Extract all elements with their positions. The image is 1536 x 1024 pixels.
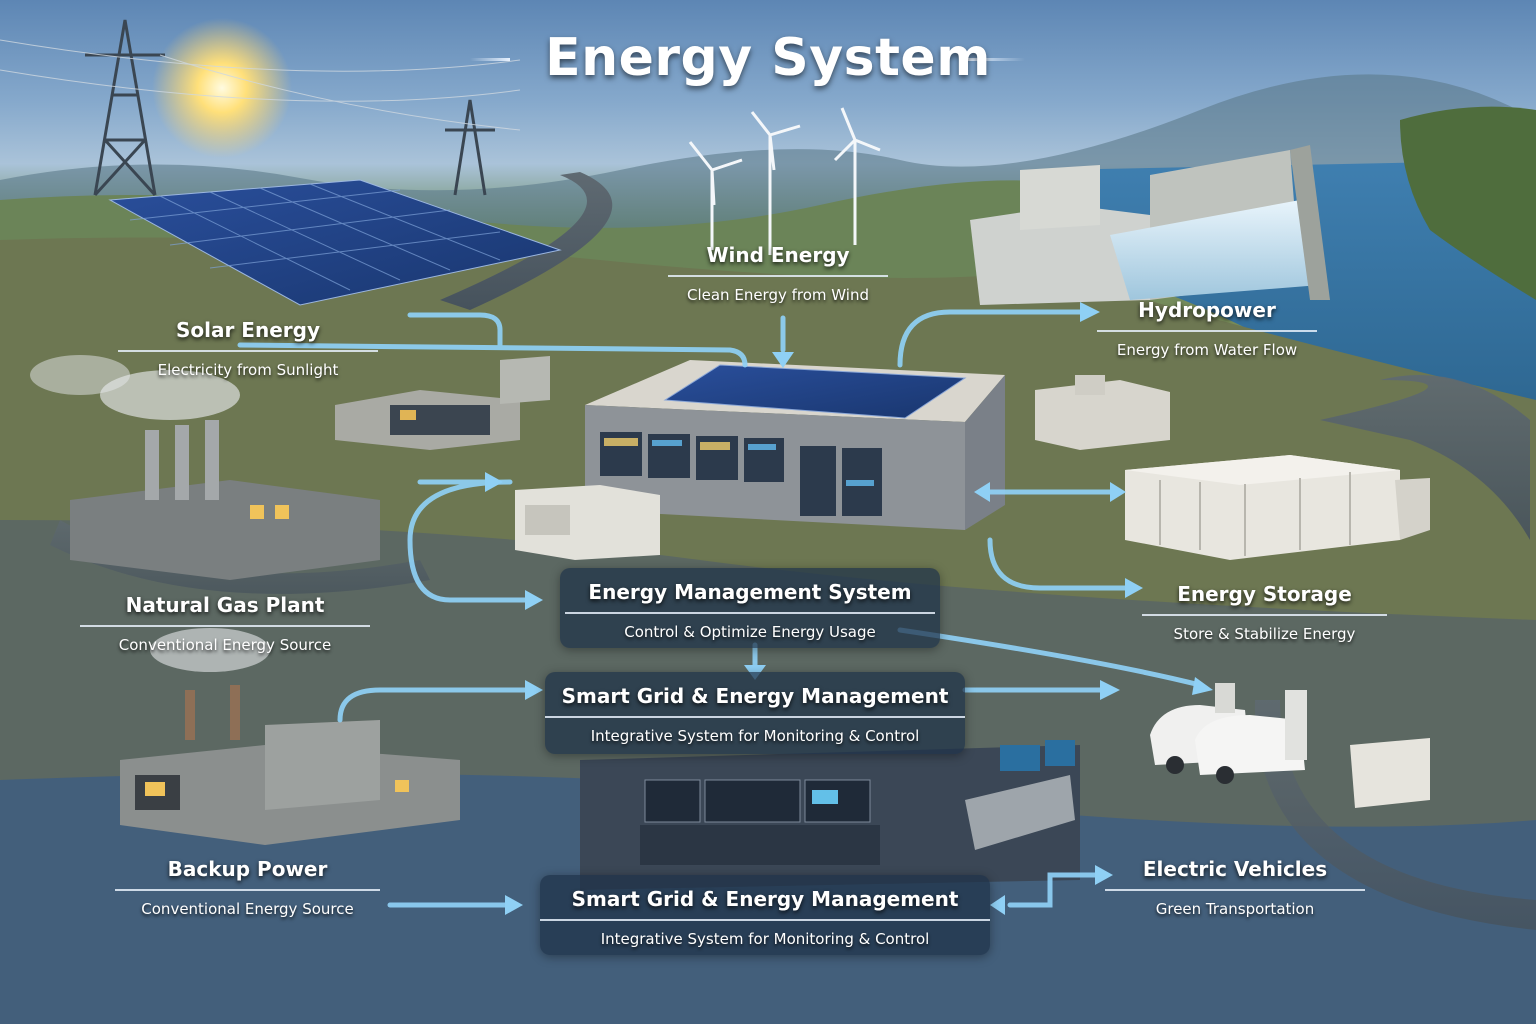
node-title: Solar Energy	[175, 318, 320, 342]
sun-icon	[152, 18, 292, 158]
node-subtitle: Integrative System for Monitoring & Cont…	[590, 727, 920, 745]
node-electric-vehicles: Electric Vehicles Green Transportation	[1105, 857, 1365, 918]
backup-power-building-icon	[120, 628, 460, 845]
node-energy-management-system: Energy Management System Control & Optim…	[565, 580, 935, 641]
node-hydropower: Hydropower Energy from Water Flow	[1097, 298, 1317, 359]
divider	[1097, 330, 1317, 332]
central-control-building-icon	[585, 360, 1005, 530]
ems-panel	[560, 568, 940, 648]
transmission-tower-icon	[85, 19, 495, 197]
natural-gas-plant-icon	[30, 355, 380, 580]
node-title: Wind Energy	[706, 243, 850, 267]
wind-turbine-icon	[688, 107, 881, 255]
node-subtitle: Store & Stabilize Energy	[1173, 625, 1356, 643]
divider	[668, 275, 888, 277]
energy-flow-arrows	[237, 309, 1203, 908]
node-smart-grid-top: Smart Grid & Energy Management Integrati…	[545, 684, 965, 745]
control-room-icon	[580, 740, 1080, 890]
smartgrid-top-panel	[545, 672, 965, 754]
node-subtitle: Conventional Energy Source	[118, 636, 332, 654]
node-title: Energy Storage	[1177, 582, 1352, 606]
node-title: Natural Gas Plant	[125, 593, 325, 617]
page-title: Energy System	[545, 28, 991, 88]
title-container: Energy System	[0, 28, 1536, 88]
smartgrid-bottom-panel	[540, 875, 990, 955]
node-subtitle: Conventional Energy Source	[141, 900, 354, 918]
divider	[1105, 889, 1365, 891]
node-backup-power: Backup Power Conventional Energy Source	[115, 857, 380, 918]
node-subtitle: Integrative System for Monitoring & Cont…	[600, 930, 930, 948]
node-subtitle: Clean Energy from Wind	[687, 286, 869, 304]
node-natural-gas-plant: Natural Gas Plant Conventional Energy So…	[80, 593, 370, 654]
battery-storage-icon	[1125, 455, 1430, 560]
generator-unit-icon	[515, 485, 660, 560]
node-subtitle: Green Transportation	[1155, 900, 1315, 918]
node-title: Electric Vehicles	[1142, 857, 1328, 881]
divider	[115, 889, 380, 891]
node-title: Smart Grid & Energy Management	[561, 684, 949, 708]
node-wind-energy: Wind Energy Clean Energy from Wind	[668, 243, 888, 304]
node-subtitle: Electricity from Sunlight	[157, 361, 339, 379]
node-solar-energy: Solar Energy Electricity from Sunlight	[118, 318, 378, 379]
electric-vehicles-icon	[1150, 683, 1430, 808]
divider	[545, 716, 965, 718]
node-energy-storage: Energy Storage Store & Stabilize Energy	[1142, 582, 1387, 643]
node-title: Hydropower	[1138, 298, 1276, 322]
solar-farm-icon	[108, 179, 562, 306]
divider	[1142, 614, 1387, 616]
node-smart-grid-bottom: Smart Grid & Energy Management Integrati…	[540, 887, 990, 948]
divider	[80, 625, 370, 627]
divider	[540, 919, 990, 921]
node-subtitle: Energy from Water Flow	[1116, 341, 1298, 359]
pumping-station-icon	[1035, 375, 1170, 450]
divider	[118, 350, 378, 352]
title-decoration-left	[470, 58, 510, 61]
divider	[565, 612, 935, 614]
substation-icon	[335, 356, 550, 450]
hydro-dam-icon	[970, 145, 1330, 305]
node-title: Backup Power	[167, 857, 328, 881]
node-title: Energy Management System	[588, 580, 912, 604]
node-subtitle: Control & Optimize Energy Usage	[624, 623, 876, 641]
node-title: Smart Grid & Energy Management	[571, 887, 959, 911]
